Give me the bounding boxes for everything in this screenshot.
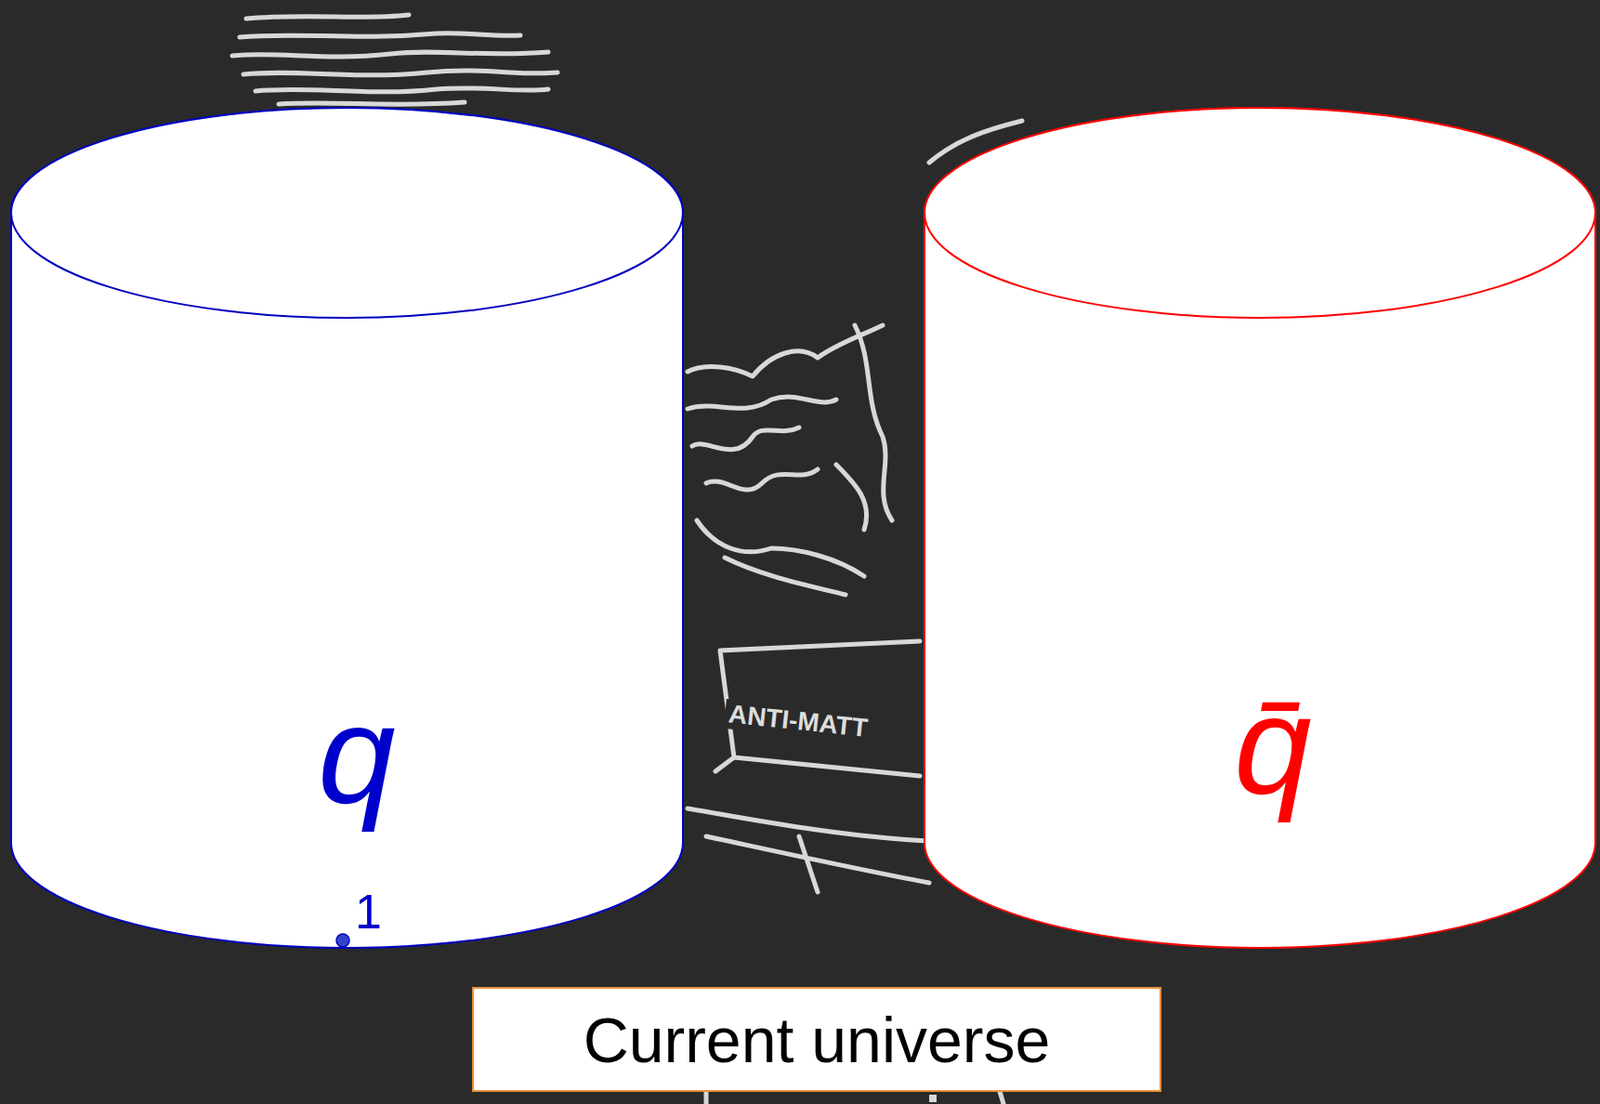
cylinder-container: q (10, 106, 684, 949)
particle-symbol: q̄ (1233, 675, 1312, 815)
particle-symbol: q (317, 684, 395, 825)
sketch-text: ANTI-MATT (723, 698, 874, 744)
callout-number: 1 (354, 887, 382, 936)
marker-dot (333, 931, 353, 950)
caption-box: Current universe (472, 986, 1162, 1092)
cylinder-container: q̄ (923, 106, 1597, 949)
caption-text: Current universe (583, 1008, 1051, 1072)
cylinder-outline (923, 106, 1597, 949)
